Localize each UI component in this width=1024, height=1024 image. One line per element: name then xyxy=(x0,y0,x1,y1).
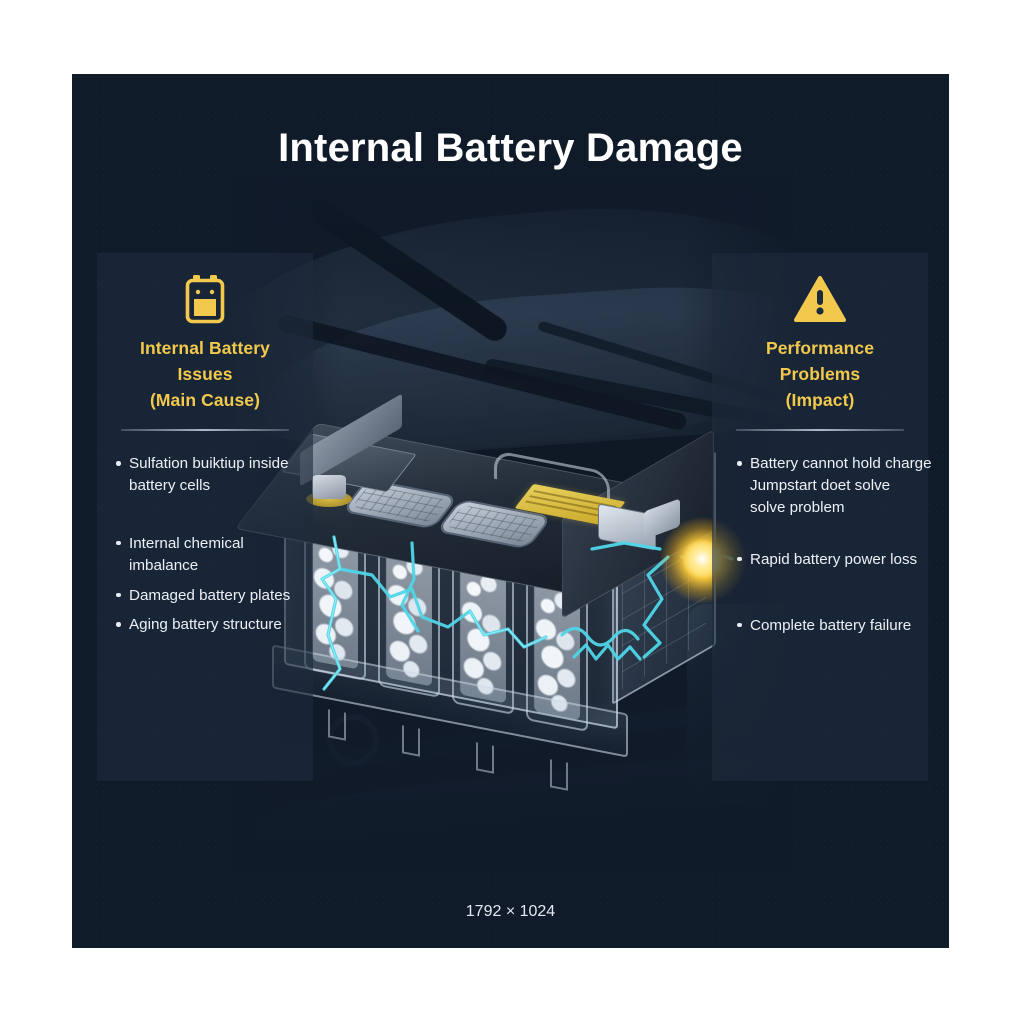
left-bullet-list: Sulfation buiktiup inside battery cells … xyxy=(97,453,313,644)
panel-divider xyxy=(736,429,904,431)
list-item: Sulfation buiktiup inside battery cells xyxy=(109,453,305,497)
panel-divider xyxy=(121,429,289,431)
panel-title-line: (Main Cause) xyxy=(149,390,261,411)
panel-title-right: Performance Problems (Impact) xyxy=(720,335,920,413)
panel-title-line: Issues xyxy=(177,364,233,385)
panel-performance-problems: Performance Problems (Impact) Battery ca… xyxy=(712,253,932,781)
battery-icon xyxy=(97,269,313,329)
positive-terminal-post xyxy=(312,475,346,499)
list-item: Internal chemical imbalance xyxy=(109,533,305,577)
list-item: Complete battery failure xyxy=(730,615,926,637)
list-item: Damaged battery plates xyxy=(109,585,305,607)
warning-triangle-icon xyxy=(712,269,928,329)
panel-title-line: Internal Battery xyxy=(140,338,270,358)
electric-arcs xyxy=(262,439,742,759)
battery-illustration xyxy=(232,174,792,874)
panel-internal-battery-issues: Internal Battery Issues (Main Cause) Sul… xyxy=(97,253,313,781)
panel-title-line: Performance xyxy=(765,338,875,358)
list-item: Rapid battery power loss xyxy=(730,549,926,571)
battery-cutaway xyxy=(234,393,746,791)
right-bullet-list: Battery cannot hold charge Jumpstart doe… xyxy=(712,453,932,672)
list-item-line: solve problem xyxy=(750,498,845,516)
panel-title-line: (Impact) xyxy=(785,390,855,411)
list-item-line: Jumpstart doet solve xyxy=(750,476,891,494)
image-dimensions-caption: 1792 × 1024 xyxy=(465,903,556,920)
list-item-line: Battery cannot hold charge xyxy=(750,455,932,472)
panel-title-left: Internal Battery Issues (Main Cause) xyxy=(105,335,305,413)
battery-foot xyxy=(550,759,568,791)
panel-title-line: Problems xyxy=(779,364,861,385)
list-item: Battery cannot hold charge Jumpstart doe… xyxy=(730,453,932,519)
page-title: Internal Battery Damage xyxy=(278,126,743,170)
list-item: Aging battery structure xyxy=(109,614,305,636)
